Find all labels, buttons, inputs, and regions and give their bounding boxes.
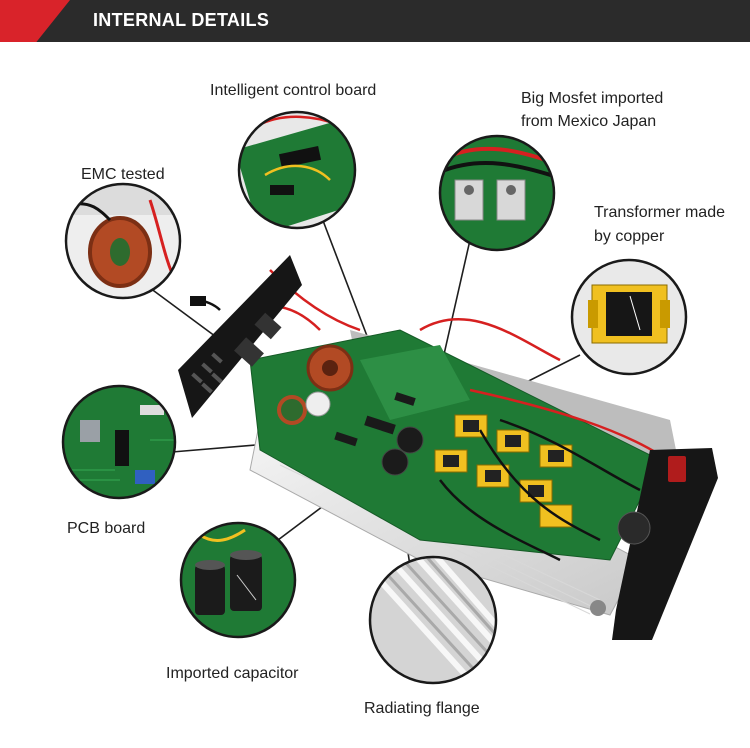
zoom-emc-filter	[64, 182, 182, 300]
zoom-transformer	[570, 258, 688, 376]
zoom-control-board	[237, 110, 357, 230]
label-transformer-line1: Transformer made	[594, 204, 725, 221]
zoom-radiating-flange	[368, 555, 498, 685]
label-big-mosfet-line2: from Mexico Japan	[521, 113, 657, 130]
label-transformer-line2: by copper	[594, 228, 665, 245]
label-imported-capacitor: Imported capacitor	[166, 665, 299, 682]
zoom-mosfet	[438, 134, 556, 252]
header-bar	[0, 0, 750, 42]
label-emc-tested: EMC tested	[81, 166, 165, 183]
zoom-pcb-board	[61, 384, 177, 500]
label-big-mosfet-line1: Big Mosfet imported	[521, 90, 664, 107]
page-title: INTERNAL DETAILS	[93, 10, 270, 30]
zoom-capacitor	[179, 521, 297, 639]
label-pcb-board: PCB board	[67, 520, 146, 537]
label-radiating-flange: Radiating flange	[364, 700, 480, 717]
label-intelligent-control-board: Intelligent control board	[210, 82, 377, 99]
inverter-body	[178, 255, 718, 640]
